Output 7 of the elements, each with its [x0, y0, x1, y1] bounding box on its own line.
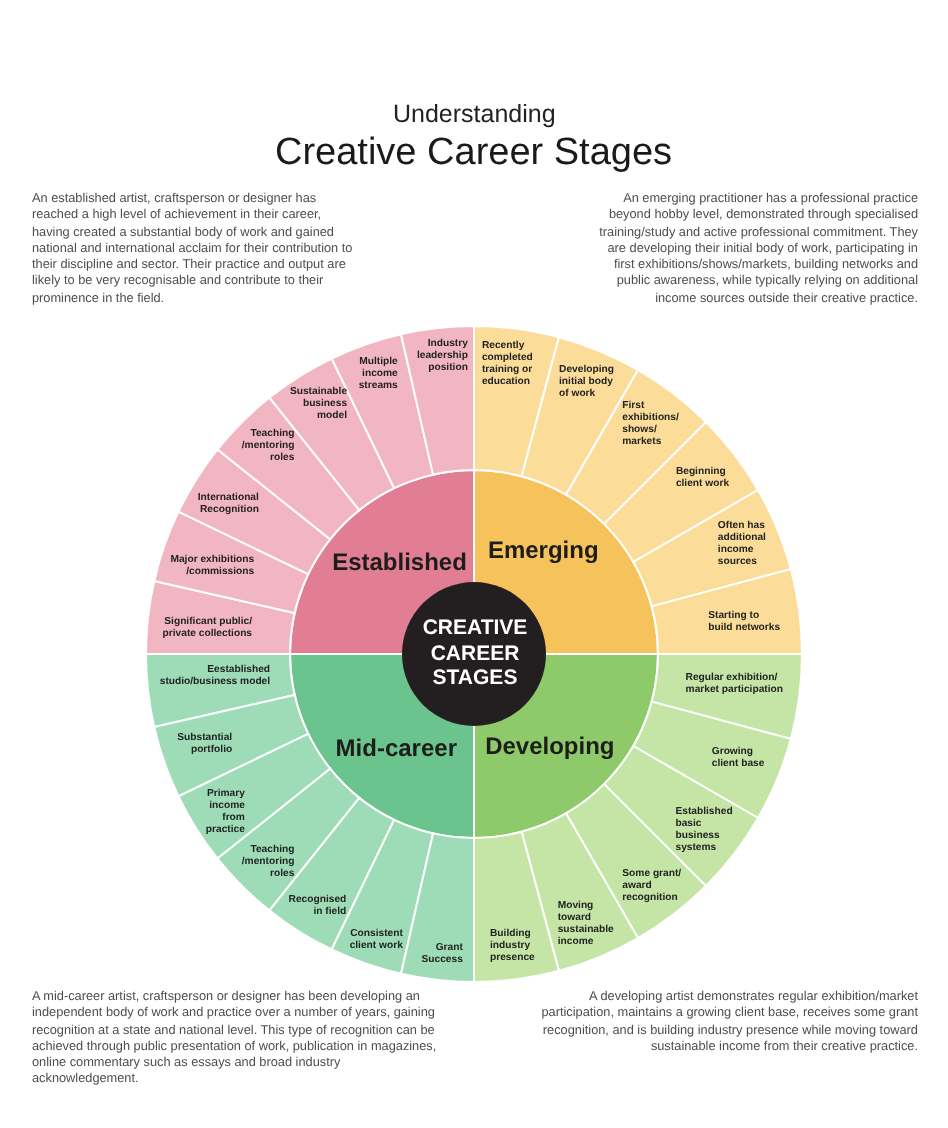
stage-name: Mid-career [335, 734, 457, 763]
heading-kicker: Understanding [393, 100, 556, 130]
page-title: Creative Career Stages [275, 132, 673, 176]
stage-name: Developing [485, 732, 615, 761]
center-title: CREATIVE CAREER STAGES [421, 616, 529, 691]
stage-name: Emerging [487, 536, 599, 565]
stage-name: Established [332, 548, 467, 577]
